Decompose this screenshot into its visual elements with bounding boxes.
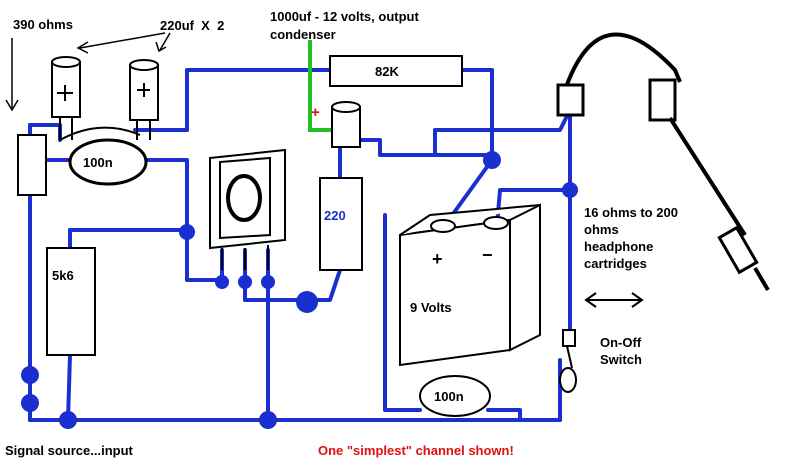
label-battery-minus: − (482, 245, 493, 265)
label-220uf-caps: 220uf X 2 (160, 18, 225, 33)
footer-note: One "simplest" channel shown! (318, 443, 514, 458)
label-output-condenser-line2: condenser (270, 27, 336, 42)
label-9-volts: 9 Volts (410, 300, 452, 315)
label-headphone-line2: ohms (584, 222, 619, 237)
label-headphone-line3: headphone (584, 239, 654, 254)
resistor-390 (17, 134, 47, 196)
label-5k6: 5k6 (52, 268, 74, 283)
label-signal-input: Signal source...input (5, 443, 133, 458)
electrolytic-capacitor-2 (129, 59, 159, 140)
label-100n-top: 100n (83, 155, 113, 170)
battery-9v (399, 203, 541, 367)
annotation-arrows (5, 32, 171, 112)
junctions (21, 151, 578, 429)
label-switch-line1: On-Off (600, 335, 642, 350)
output-capacitor (331, 101, 361, 148)
resistor-5k6 (46, 247, 96, 356)
headphone-icon (556, 32, 770, 292)
on-off-switch (559, 329, 577, 393)
label-82k: 82K (375, 64, 399, 79)
label-390-ohms: 390 ohms (13, 17, 73, 32)
transistor (209, 148, 286, 270)
resistor-82k (329, 55, 463, 87)
capacitor-100n-bottom (419, 375, 491, 417)
label-headphone-line4: cartridges (584, 256, 647, 271)
label-polarity-plus: + (311, 104, 320, 121)
label-output-condenser-line1: 1000uf - 12 volts, output (270, 9, 419, 24)
double-arrow-icon (584, 292, 644, 308)
electrolytic-capacitor-1 (51, 56, 81, 140)
resistor-220 (319, 177, 363, 271)
label-battery-plus: + (432, 249, 443, 269)
cap-lead-curve (59, 126, 141, 141)
label-headphone-line1: 16 ohms to 200 (584, 205, 678, 220)
capacitor-100n-top (68, 138, 148, 186)
label-100n-bottom: 100n (434, 389, 464, 404)
label-220: 220 (324, 208, 346, 223)
label-switch-line2: Switch (600, 352, 642, 367)
